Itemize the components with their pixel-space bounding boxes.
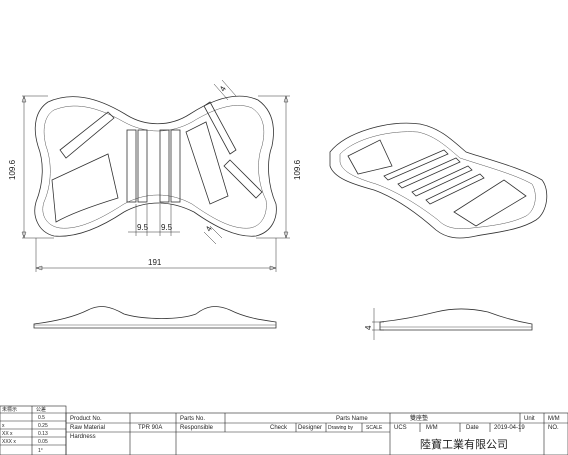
front-view-inner-outline (42, 105, 267, 229)
units-value: M/M (426, 425, 438, 431)
tol-row-2-value: 0.25 (38, 423, 48, 429)
slot-3 (159, 129, 170, 203)
hardness-label: Hardness (70, 434, 96, 440)
front-view-outline (34, 95, 277, 237)
drawing-by-label: Drawing by (328, 425, 354, 431)
dim-width-191: 191 (148, 258, 162, 267)
parts-no-label: Parts No. (180, 416, 205, 422)
tol-row-4-label: XXX x (2, 439, 16, 445)
iso-stripe-4 (425, 173, 485, 205)
right-lower-bar (223, 159, 263, 199)
left-lower-bar (59, 111, 115, 159)
slot-2 (137, 129, 148, 203)
right-upper-bar (203, 101, 237, 155)
tol-header-label: 未標示 (2, 406, 17, 413)
check-label: Check (270, 425, 288, 431)
iso-stripe-3 (411, 165, 473, 197)
tol-row-2-label: x (2, 423, 5, 429)
title-block: 未標示 公差 0.5 x 0.25 XX x 0.13 XXX x 0.05 1… (0, 405, 568, 455)
iso-inner-outline (339, 131, 536, 229)
no-label: NO. (548, 425, 559, 431)
parts-name-value: 雙座墊 (410, 414, 428, 422)
slot-4 (170, 129, 181, 203)
ucs-label: UCS (394, 425, 407, 431)
dim-side-thickness: 4 (364, 325, 373, 330)
slot-1 (126, 129, 137, 203)
side-view-right-outline (379, 308, 533, 331)
side-view-right: 4 (364, 308, 533, 340)
dim-slot-a: 9.5 (137, 223, 149, 232)
iso-stripe-2 (397, 157, 461, 189)
side-view-left (33, 306, 277, 329)
unit-value: M/M (548, 416, 560, 422)
left-upper-panel (51, 153, 119, 223)
iso-left-panel (347, 139, 393, 175)
dim-edge-bottom: 4 (204, 224, 214, 233)
tol-row-3-label: XX x (2, 431, 13, 437)
product-no-label: Product No. (70, 416, 102, 422)
iso-outline (329, 122, 548, 239)
date-value: 2019-04-19 (494, 425, 525, 431)
right-panel (185, 121, 229, 205)
company-name: 陸寶工業有限公司 (420, 437, 508, 451)
dim-edge-top: 4 (218, 84, 228, 93)
dim-slot-b: 9.5 (161, 223, 173, 232)
tol-header-value: 公差 (36, 406, 46, 413)
front-view-dimensions: 191 109.6 109.6 9.5 9.5 4 4 (8, 79, 302, 272)
date-label: Date (466, 425, 479, 431)
dim-height-left: 109.6 (8, 159, 17, 180)
raw-material-value: TPR 90A (138, 425, 162, 431)
parts-name-label: Parts Name (336, 416, 368, 422)
raw-material-label: Raw Material (70, 425, 105, 431)
iso-right-panel (453, 179, 527, 227)
tol-row-5-value: 1° (38, 448, 43, 454)
dim-height-right: 109.6 (293, 159, 302, 180)
scale-label: SCALE (366, 425, 383, 431)
designer-label: Designer (298, 425, 322, 431)
isometric-view (329, 122, 548, 239)
tol-row-4-value: 0.05 (38, 439, 48, 445)
side-view-left-outline (33, 306, 277, 329)
unit-label: Unit (524, 416, 535, 422)
tol-row-1-value: 0.5 (38, 415, 45, 421)
tol-row-3-value: 0.13 (38, 431, 48, 437)
responsible-label: Responsible (180, 425, 214, 431)
iso-stripe-1 (383, 149, 449, 181)
front-view (34, 95, 277, 237)
